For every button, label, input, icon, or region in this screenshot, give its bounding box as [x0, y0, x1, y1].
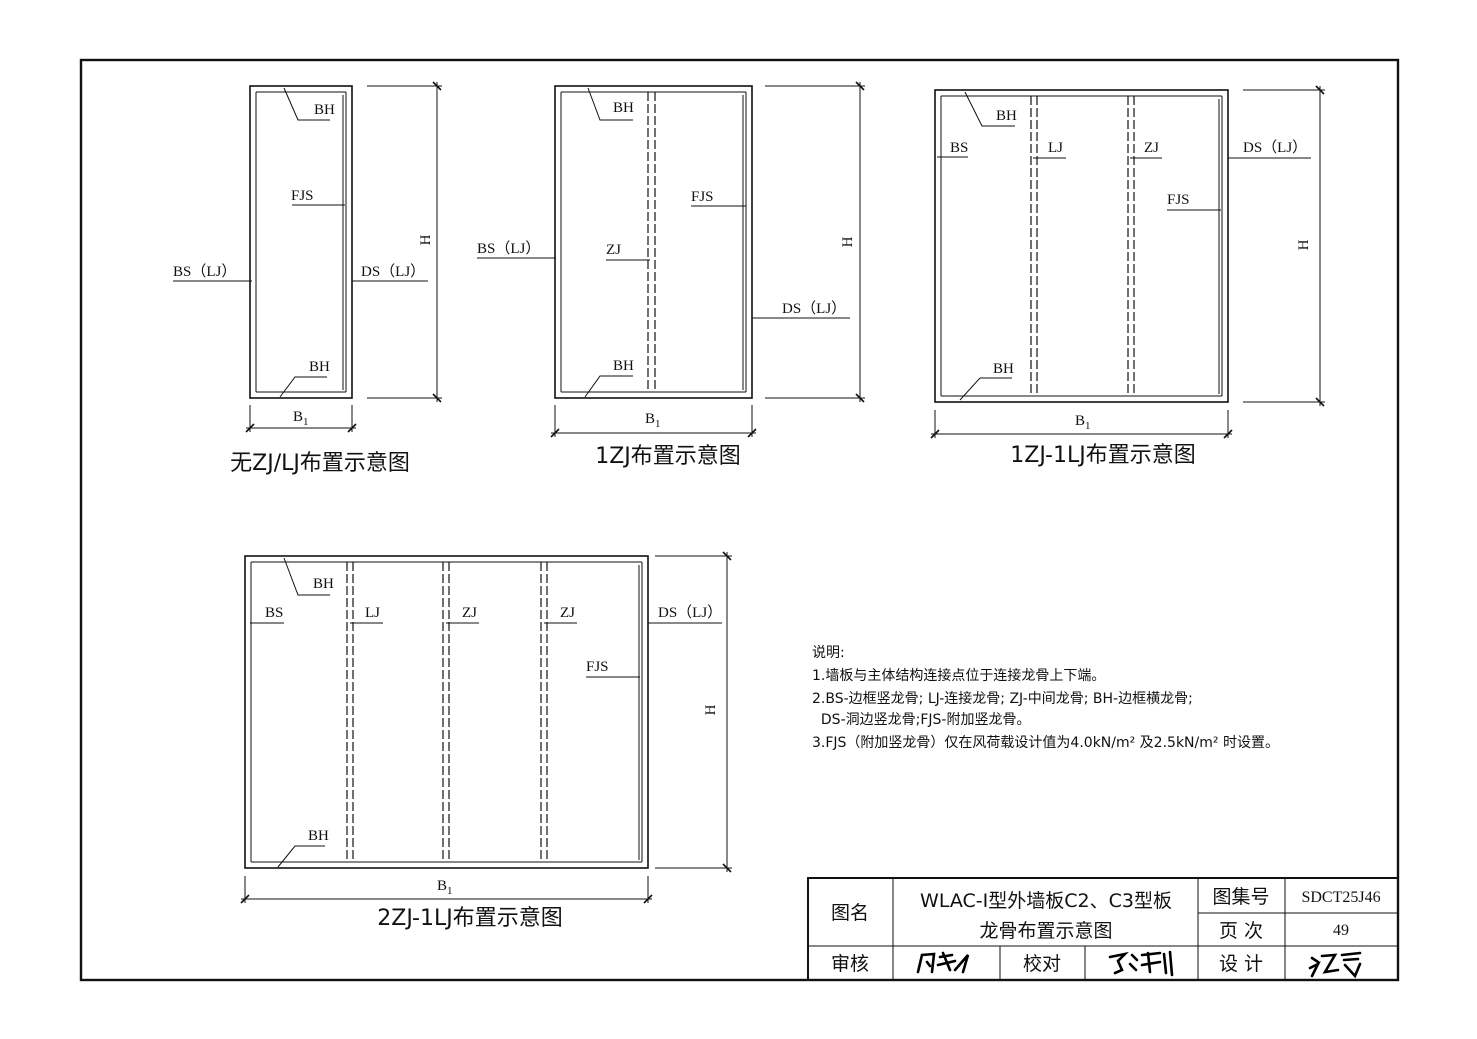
label-zj: ZJ	[560, 605, 575, 621]
diagram-title: 1ZJ布置示意图	[595, 444, 741, 469]
label-fjs: FJS	[1167, 192, 1190, 208]
label-bs: BS（LJ）	[173, 263, 236, 280]
reviewer-signature	[916, 951, 970, 974]
page-label: 页 次	[1219, 920, 1263, 942]
diagram-2zj-1lj: BH BS LJ ZJ ZJ DS（LJ） FJS BH H B1 2ZJ-1L…	[240, 551, 732, 931]
dim-h: H	[1296, 239, 1312, 250]
label-ds: DS（LJ）	[361, 263, 425, 280]
label-ds: DS（LJ）	[658, 604, 722, 621]
diagram-1zj-1lj: BH BS LJ ZJ DS（LJ） FJS BH H B1 1ZJ-1LJ布置…	[930, 85, 1325, 468]
notes: 说明: 1.墙板与主体结构连接点位于连接龙骨上下端。 2.BS-边框竖龙骨; L…	[812, 645, 1279, 751]
title-block: 图名 WLAC-Ⅰ型外墙板C2、C3型板 龙骨布置示意图 图集号 SDCT25J…	[807, 877, 1399, 981]
check-label: 校对	[1023, 953, 1061, 975]
review-label: 审核	[831, 953, 869, 975]
label-bh-top: BH	[996, 108, 1017, 124]
dim-b1: B1	[293, 409, 309, 428]
label-lj: LJ	[365, 605, 380, 621]
label-fjs: FJS	[586, 659, 609, 675]
label-bs: BS（LJ）	[477, 240, 540, 257]
label-zj: ZJ	[462, 605, 477, 621]
note-line: 3.FJS（附加竖龙骨）仅在风荷载设计值为4.0kN/m² 及2.5kN/m² …	[812, 735, 1279, 751]
note-line: 1.墙板与主体结构连接点位于连接龙骨上下端。	[812, 667, 1105, 684]
label-bh-top: BH	[314, 102, 335, 118]
panel-frame	[244, 555, 649, 869]
diagram-title: 2ZJ-1LJ布置示意图	[377, 906, 562, 931]
note-line: DS-洞边竖龙骨;FJS-附加竖龙骨。	[812, 712, 1030, 728]
label-bh-bottom: BH	[309, 359, 330, 375]
drawing-name-line1: WLAC-Ⅰ型外墙板C2、C3型板	[920, 890, 1172, 912]
diagram-1zj: BH FJS BS（LJ） ZJ DS（LJ） BH H B1 1ZJ布置示意图	[477, 81, 865, 469]
label-ds: DS（LJ）	[782, 300, 846, 317]
atlas-number: SDCT25J46	[1301, 889, 1380, 906]
dim-h: H	[418, 234, 434, 245]
dim-b1: B1	[1075, 413, 1091, 432]
designer-signature	[1308, 951, 1362, 979]
checker-signature	[1108, 950, 1174, 977]
atlas-label: 图集号	[1212, 886, 1269, 908]
notes-heading: 说明:	[812, 645, 845, 661]
label-zj: ZJ	[606, 242, 621, 258]
label-bs: BS	[265, 605, 283, 621]
label-bh-top: BH	[613, 100, 634, 116]
label-fjs: FJS	[291, 188, 314, 204]
label-fjs: FJS	[691, 189, 714, 205]
panel-frame	[554, 85, 753, 399]
label-ds: DS（LJ）	[1243, 139, 1307, 156]
panel-frame	[249, 85, 353, 399]
drawing-name-line2: 龙骨布置示意图	[979, 920, 1112, 942]
name-label: 图名	[831, 902, 869, 924]
page-number: 49	[1333, 922, 1349, 939]
design-label: 设 计	[1219, 953, 1263, 975]
diagram-title: 无ZJ/LJ布置示意图	[230, 451, 410, 476]
diagram-no-zj-lj: BH FJS BS（LJ） DS（LJ） BH H B1 无ZJ/LJ布置示意图	[173, 81, 442, 476]
label-bh-bottom: BH	[613, 358, 634, 374]
diagram-title: 1ZJ-1LJ布置示意图	[1010, 443, 1195, 468]
dim-h: H	[703, 704, 719, 715]
label-bs: BS	[950, 140, 968, 156]
label-lj: LJ	[1048, 140, 1063, 156]
label-zj: ZJ	[1144, 140, 1159, 156]
dim-b1: B1	[437, 878, 453, 897]
dim-b1: B1	[645, 411, 661, 430]
dim-h: H	[840, 236, 856, 247]
panel-frame	[934, 89, 1229, 403]
sheet-border	[79, 58, 1400, 982]
note-line: 2.BS-边框竖龙骨; LJ-连接龙骨; ZJ-中间龙骨; BH-边框横龙骨;	[812, 690, 1193, 707]
label-bh-bottom: BH	[993, 361, 1014, 377]
label-bh-top: BH	[313, 576, 334, 592]
label-bh-bottom: BH	[308, 828, 329, 844]
